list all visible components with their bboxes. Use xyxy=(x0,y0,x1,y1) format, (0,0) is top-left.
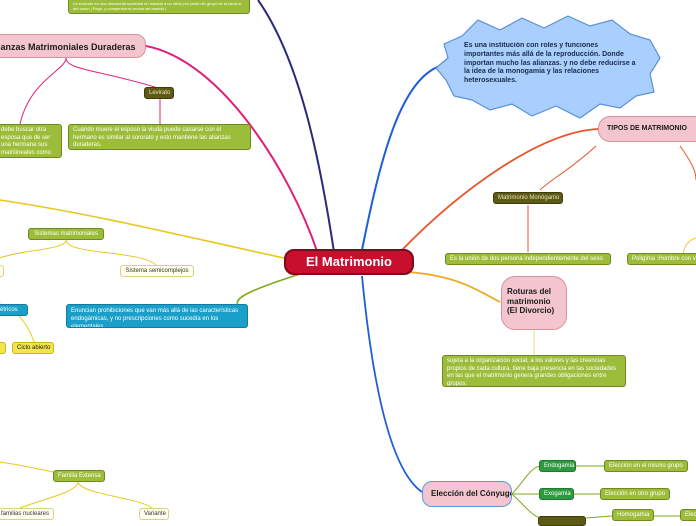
semicomplejos-desc[interactable]: Enuncian prohibiciones que van más allá … xyxy=(66,304,248,328)
branch-star xyxy=(361,65,441,251)
third-type-node[interactable] xyxy=(538,516,586,526)
ciclo-partial-left[interactable] xyxy=(0,342,6,354)
ciclo-abierto-node[interactable]: Ciclo abierto xyxy=(12,342,54,354)
branch-sistemas xyxy=(0,199,285,259)
exogamia-desc[interactable]: Elección en otro grupo xyxy=(600,488,670,500)
exogamia-node[interactable]: Exogamia xyxy=(539,488,574,500)
connector-nucleares xyxy=(19,481,79,509)
sistemas-title[interactable]: Sistemas matrimoniales xyxy=(28,228,104,240)
connector-homogamia xyxy=(585,515,613,519)
endogamia-node[interactable]: Endogamia xyxy=(539,460,576,472)
top-note[interactable]: La sororato es una descendía sociedad en… xyxy=(68,0,250,14)
poligamia-node[interactable]: Poligínia :Hombre con v xyxy=(627,253,696,265)
connector-semicomplejos xyxy=(65,239,157,266)
levirato-node[interactable]: Levirato xyxy=(144,87,174,99)
rotura-desc[interactable]: sujeta a la organización social, a los v… xyxy=(442,355,626,387)
semicomplejos-node[interactable]: Sistema semicomplejos xyxy=(120,265,194,277)
monogamo-desc[interactable]: Es la unión de dos persona independiente… xyxy=(445,253,611,265)
star-shape xyxy=(435,15,661,119)
eleccion-title[interactable]: Elección del Cónyuge xyxy=(422,481,512,507)
levirato-desc[interactable]: Cuando muere el esposo la viuda puede ca… xyxy=(68,124,251,150)
connector-left-desc xyxy=(19,57,67,125)
connector-endogamia xyxy=(511,465,541,495)
elecc-partial[interactable]: Elecc xyxy=(680,509,696,521)
central-topic[interactable]: El Matrimonio xyxy=(284,249,414,275)
connector-elementales xyxy=(0,239,67,259)
rotura-title[interactable]: Roturas del matrimonio (El Divorcio) xyxy=(501,276,567,330)
star-text[interactable]: Es una institución con roles y funciones… xyxy=(464,42,636,84)
branch-eleccion xyxy=(361,275,423,493)
connector-variante xyxy=(77,481,153,509)
connector-third xyxy=(511,493,541,519)
connector-monogamo xyxy=(539,145,597,191)
connector-poligamia xyxy=(679,145,696,181)
variante-node[interactable]: Variante xyxy=(139,508,169,520)
connector-levirato xyxy=(65,57,159,89)
branch-tipos xyxy=(399,128,599,253)
elementales-partial[interactable]: s xyxy=(0,265,4,277)
monogamo-node[interactable]: Matrimonio Monógamo xyxy=(493,192,563,204)
homogamia-node[interactable]: Homogamia xyxy=(612,509,654,521)
alianzas-title[interactable]: Alianzas Matrimoniales Duraderas xyxy=(0,34,146,58)
branch-rotura xyxy=(407,271,501,303)
simetricos-node[interactable]: métricos xyxy=(0,304,28,316)
tipos-title[interactable]: TIPOS DE MATRIMONIO xyxy=(598,116,696,142)
branch-top-note xyxy=(257,0,335,253)
endogamia-desc[interactable]: Elección en el mismo grupo xyxy=(604,460,688,472)
familia-extensa-node[interactable]: Familia Extensa xyxy=(53,470,105,482)
familias-nucleares-node[interactable]: familias nucleares xyxy=(0,508,54,520)
branch-alianzas xyxy=(145,45,319,255)
left-desc[interactable]: debe buscar otra esposa que de ser una h… xyxy=(0,124,62,158)
